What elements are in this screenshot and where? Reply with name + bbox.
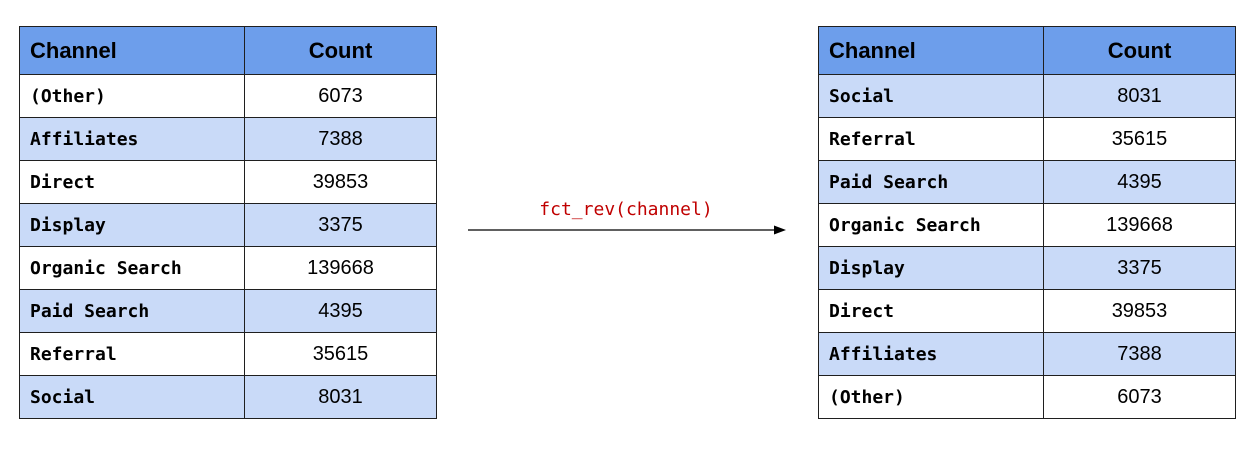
- count-cell: 6073: [1043, 375, 1236, 419]
- channel-cell: Affiliates: [19, 117, 245, 161]
- count-cell: 35615: [244, 332, 437, 376]
- table-row: Display 3375: [818, 246, 1236, 290]
- arrow-head: [774, 225, 786, 235]
- table-row: Social 8031: [818, 74, 1236, 118]
- result-table: Channel Count Social 8031 Referral 35615…: [818, 26, 1236, 419]
- channel-cell: Display: [19, 203, 245, 247]
- channel-cell: Display: [818, 246, 1044, 290]
- table-row: Organic Search 139668: [19, 246, 437, 290]
- channel-cell: Direct: [818, 289, 1044, 333]
- count-cell: 8031: [1043, 74, 1236, 118]
- table-row: Referral 35615: [19, 332, 437, 376]
- arrow-right-icon: [468, 225, 786, 235]
- table-row: Direct 39853: [818, 289, 1236, 333]
- table-row: Organic Search 139668: [818, 203, 1236, 247]
- channel-column-header: Channel: [19, 26, 245, 75]
- count-cell: 7388: [1043, 332, 1236, 376]
- table-row: Social 8031: [19, 375, 437, 419]
- channel-cell: Organic Search: [818, 203, 1044, 247]
- count-cell: 7388: [244, 117, 437, 161]
- count-cell: 3375: [244, 203, 437, 247]
- channel-cell: Referral: [818, 117, 1044, 161]
- count-cell: 139668: [244, 246, 437, 290]
- count-cell: 4395: [1043, 160, 1236, 204]
- count-cell: 35615: [1043, 117, 1236, 161]
- count-cell: 6073: [244, 74, 437, 118]
- table-row: Affiliates 7388: [19, 117, 437, 161]
- transform-label: fct_rev(channel): [539, 199, 713, 220]
- table-row: (Other) 6073: [818, 375, 1236, 419]
- channel-cell: Referral: [19, 332, 245, 376]
- channel-cell: Social: [818, 74, 1044, 118]
- header-row: Channel Count: [818, 26, 1236, 75]
- table-row: Paid Search 4395: [818, 160, 1236, 204]
- channel-column-header: Channel: [818, 26, 1044, 75]
- count-cell: 39853: [1043, 289, 1236, 333]
- count-cell: 39853: [244, 160, 437, 204]
- channel-cell: Social: [19, 375, 245, 419]
- channel-cell: (Other): [19, 74, 245, 118]
- table-row: Paid Search 4395: [19, 289, 437, 333]
- count-cell: 3375: [1043, 246, 1236, 290]
- table-row: Referral 35615: [818, 117, 1236, 161]
- source-table: Channel Count (Other) 6073 Affiliates 73…: [19, 26, 437, 419]
- channel-cell: Organic Search: [19, 246, 245, 290]
- count-cell: 8031: [244, 375, 437, 419]
- header-row: Channel Count: [19, 26, 437, 75]
- count-cell: 4395: [244, 289, 437, 333]
- channel-cell: Paid Search: [19, 289, 245, 333]
- count-column-header: Count: [244, 26, 437, 75]
- count-cell: 139668: [1043, 203, 1236, 247]
- channel-cell: (Other): [818, 375, 1044, 419]
- channel-cell: Affiliates: [818, 332, 1044, 376]
- table-row: Direct 39853: [19, 160, 437, 204]
- table-row: Display 3375: [19, 203, 437, 247]
- table-row: Affiliates 7388: [818, 332, 1236, 376]
- count-column-header: Count: [1043, 26, 1236, 75]
- channel-cell: Direct: [19, 160, 245, 204]
- channel-cell: Paid Search: [818, 160, 1044, 204]
- table-row: (Other) 6073: [19, 74, 437, 118]
